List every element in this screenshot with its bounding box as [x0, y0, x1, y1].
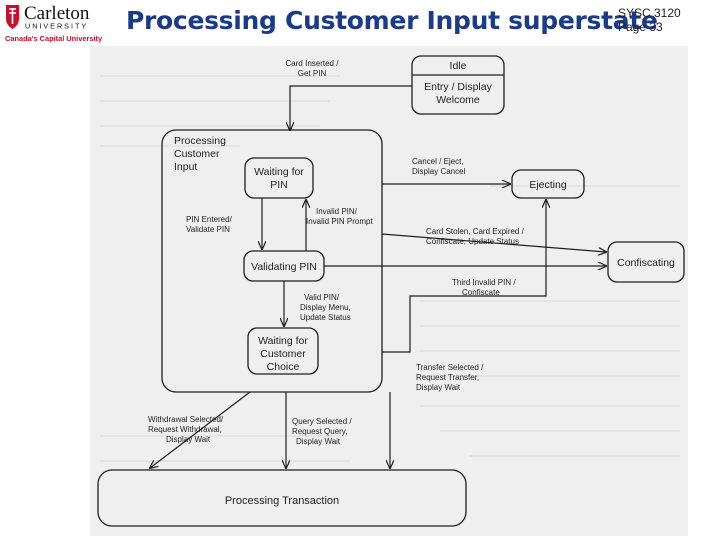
statechart-diagram: Idle Entry / Display Welcome Waiting for… — [97, 55, 685, 527]
transfer-label-1: Transfer Selected / — [416, 363, 484, 372]
state-idle — [411, 55, 505, 115]
transition-transfer — [382, 200, 546, 353]
transition-withdrawal — [150, 391, 251, 468]
processing-transaction-label: Processing Transaction — [225, 495, 339, 507]
superstate-label-2: Customer — [174, 148, 220, 160]
valid-pin-label-3: Update Status — [300, 313, 351, 322]
carleton-crest-icon — [6, 5, 19, 29]
waiting-pin-label-2: PIN — [270, 179, 288, 191]
course-info: SYSC 3120 Page 33 — [618, 6, 681, 34]
transition-card-stolen — [381, 233, 606, 252]
idle-label: Idle — [450, 60, 467, 72]
logo-wordmark: Carleton — [24, 3, 90, 24]
third-invalid-label-1: Third Invalid PIN / — [452, 278, 516, 287]
waiting-choice-label-2: Customer — [260, 348, 306, 360]
page-number: Page 33 — [618, 20, 663, 34]
cancel-label-1: Cancel / Eject, — [412, 157, 464, 166]
valid-pin-label-2: Display Menu, — [300, 303, 351, 312]
card-inserted-label-2: Get PIN — [298, 69, 327, 78]
card-inserted-label-1: Card Inserted / — [286, 59, 340, 68]
slide-title: Processing Customer Input superstate — [126, 6, 658, 35]
invalid-pin-label-2: Invalid PIN Prompt — [306, 217, 373, 226]
query-label-2: Request Query, — [292, 427, 347, 436]
superstate-label-1: Processing — [174, 135, 226, 147]
state-processing-transaction — [97, 469, 467, 527]
card-stolen-label-2: Confiscate, Update Status — [426, 237, 519, 246]
cancel-label-2: Display Cancel — [412, 167, 466, 176]
transfer-label-2: Request Transfer, — [416, 373, 479, 382]
waiting-choice-label-3: Choice — [267, 361, 300, 373]
card-stolen-label-1: Card Stolen, Card Expired / — [426, 227, 525, 236]
validating-pin-label: Validating PIN — [251, 261, 317, 273]
state-waiting-for-customer-choice — [247, 327, 319, 375]
logo-university: UNIVERSITY — [25, 22, 88, 31]
invalid-pin-label-1: Invalid PIN/ — [316, 207, 358, 216]
course-code: SYSC 3120 — [618, 6, 681, 20]
superstate-processing-customer-input — [161, 129, 383, 393]
idle-entry-label-1: Entry / Display — [424, 81, 492, 93]
state-waiting-for-pin — [244, 157, 314, 199]
transition-card-inserted — [290, 85, 412, 130]
ejecting-label: Ejecting — [529, 179, 567, 191]
state-confiscating — [607, 241, 685, 283]
logo-tagline: Canada's Capital University — [5, 34, 103, 43]
query-label-3: Display Wait — [296, 437, 341, 446]
waiting-choice-label-1: Waiting for — [258, 335, 308, 347]
third-invalid-label-2: Confiscate — [462, 288, 500, 297]
state-ejecting — [511, 169, 585, 199]
confiscating-label: Confiscating — [617, 257, 675, 269]
pin-entered-label-1: PIN Entered/ — [186, 215, 233, 224]
valid-pin-label-1: Valid PIN/ — [304, 293, 340, 302]
pin-entered-label-2: Validate PIN — [186, 225, 230, 234]
withdrawal-label-2: Request Withdrawal, — [148, 425, 222, 434]
superstate-label-3: Input — [174, 161, 197, 173]
idle-entry-label-2: Welcome — [436, 94, 480, 106]
withdrawal-label-1: Withdrawal Selected/ — [148, 415, 224, 424]
carleton-logo: Carleton UNIVERSITY Canada's Capital Uni… — [5, 3, 103, 43]
scan-texture — [100, 75, 680, 462]
query-label-1: Query Selected / — [292, 417, 352, 426]
transfer-label-3: Display Wait — [416, 383, 461, 392]
waiting-pin-label-1: Waiting for — [254, 166, 304, 178]
scanned-page-background — [90, 46, 688, 536]
withdrawal-label-3: Display Wait — [166, 435, 211, 444]
